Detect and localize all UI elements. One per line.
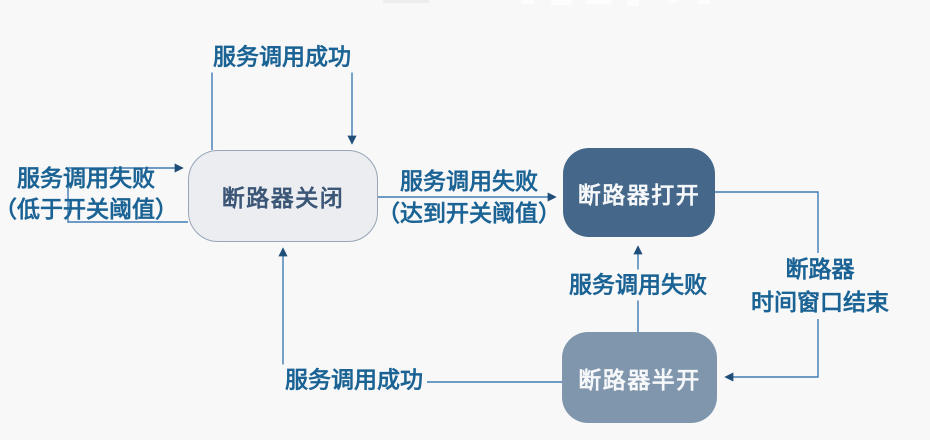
state-closed-box: 断路器关闭 bbox=[188, 150, 378, 242]
title-fragment bbox=[699, 0, 710, 4]
label-fail-reopen: 服务调用失败 bbox=[565, 269, 711, 301]
label-success-close: 服务调用成功 bbox=[281, 364, 427, 396]
title-fragment bbox=[627, 0, 639, 6]
title-fragment bbox=[551, 0, 572, 5]
title-fragment bbox=[668, 0, 677, 3]
label-time-window-end: 断路器 时间窗口结束 bbox=[747, 253, 893, 319]
title-fragment bbox=[383, 0, 429, 3]
label-line: 服务调用失败 bbox=[400, 168, 538, 194]
label-line: 时间窗口结束 bbox=[751, 289, 889, 315]
title-fragment bbox=[587, 0, 612, 4]
label-fail-reach-threshold: 服务调用失败 （达到开关阈值） bbox=[377, 165, 561, 229]
state-half-open-box: 断路器半开 bbox=[562, 332, 717, 423]
label-line: 服务调用失败 bbox=[17, 165, 155, 191]
transition-line-fail-below-threshold bbox=[67, 163, 188, 223]
title-fragment bbox=[521, 0, 534, 4]
label-line: （低于开关阈值） bbox=[0, 196, 178, 222]
label-line: （达到开关阈值） bbox=[377, 200, 561, 226]
state-open-box: 断路器打开 bbox=[563, 148, 715, 237]
label-line: 断路器 bbox=[785, 256, 855, 282]
label-fail-below-threshold: 服务调用失败 （低于开关阈值） bbox=[0, 163, 178, 225]
label-success-keep-closed: 服务调用成功 bbox=[209, 41, 355, 73]
